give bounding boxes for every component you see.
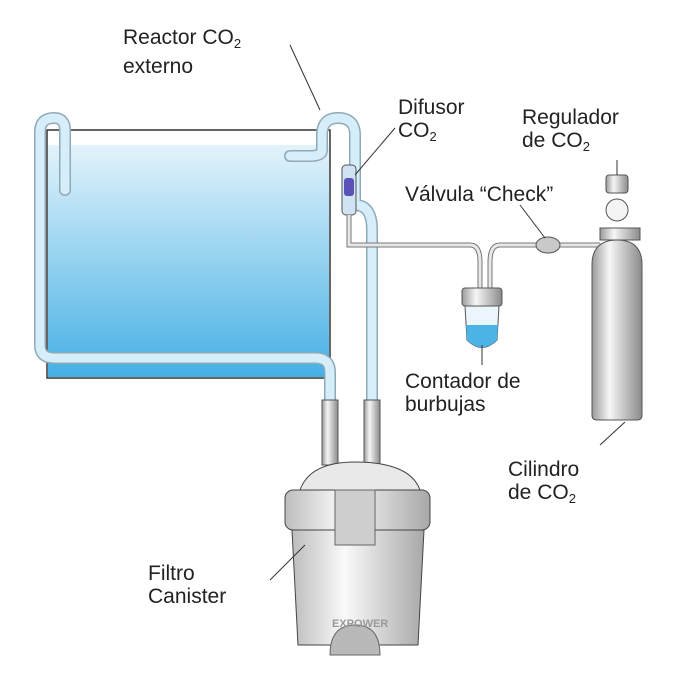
label-valvula: Válvula “Check” — [405, 183, 554, 206]
filter-logo: EXPOWER — [332, 618, 388, 630]
leader-lines — [269, 44, 626, 581]
co2-line — [346, 215, 600, 290]
co2-cylinder — [591, 239, 643, 421]
co2-regulator — [599, 174, 641, 241]
bubble-counter — [461, 287, 503, 348]
outflow-tube — [284, 111, 378, 406]
canister-filter: EXPOWER — [284, 399, 431, 656]
co2-diffuser — [341, 164, 357, 216]
check-valve — [535, 236, 561, 254]
aquarium-tank — [46, 129, 331, 379]
return-tube — [34, 112, 336, 406]
